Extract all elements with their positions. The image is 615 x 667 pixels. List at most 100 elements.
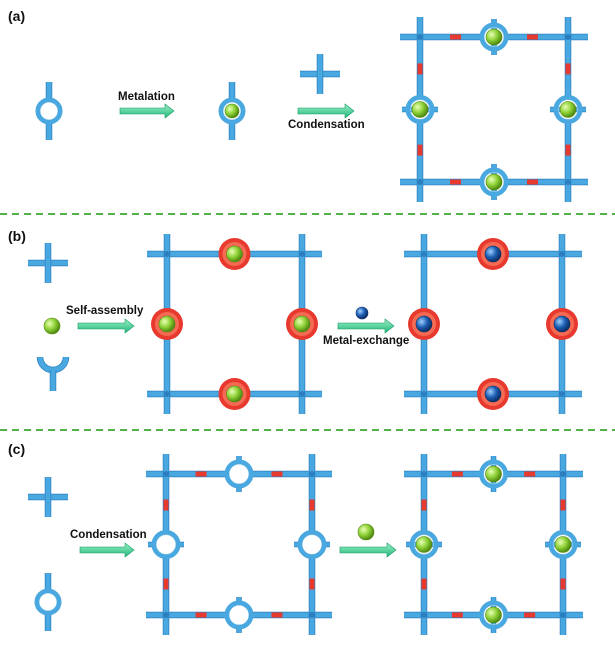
green-metal-ball: [411, 101, 429, 118]
joint-node: [560, 612, 566, 618]
linker-segment: [417, 144, 423, 156]
linker-segment: [309, 578, 315, 590]
ring-shine: [156, 534, 176, 555]
ring-shine: [302, 534, 322, 555]
ring-shine: [40, 102, 58, 120]
ring-shine: [229, 605, 249, 625]
joint-node: [565, 34, 571, 40]
green-metal-ball: [43, 317, 61, 335]
ring-shine: [558, 99, 578, 120]
half-ring-linker-body: [37, 356, 69, 373]
green-metal-ball: [293, 315, 311, 333]
green-metal-ball: [554, 536, 572, 553]
linker-segment: [451, 471, 463, 477]
joint-node: [309, 612, 315, 618]
joint-node: [164, 391, 170, 397]
green-metal-ball: [485, 173, 503, 191]
joint-node: [421, 471, 427, 477]
green-metal-ball: [357, 523, 375, 541]
reaction-arrow: [119, 103, 175, 119]
ring-shine: [410, 99, 430, 120]
panel-b-label: (b): [8, 228, 26, 244]
joint-node: [309, 471, 315, 477]
arrow-shape: [339, 542, 397, 558]
linker-segment: [524, 612, 536, 618]
linker-segment: [524, 471, 536, 477]
linker-segment: [565, 63, 571, 75]
ring-shine: [229, 464, 249, 484]
green-metal-ball: [224, 103, 240, 119]
linker-segment: [526, 179, 538, 185]
ring-shine: [484, 27, 504, 47]
joint-node: [299, 251, 305, 257]
ring-shine: [483, 464, 504, 484]
green-metal-ball: [226, 385, 243, 403]
linker-segment: [450, 34, 462, 40]
linker-segment: [195, 471, 207, 477]
joint-node: [421, 251, 427, 257]
linker-segment: [560, 499, 566, 511]
ring-shine: [553, 534, 573, 555]
joint-node: [559, 251, 565, 257]
joint-node: [299, 391, 305, 397]
reaction-arrow: [79, 542, 135, 558]
green-metal-ball: [415, 536, 433, 553]
ring-shine: [39, 593, 57, 611]
joint-node: [565, 179, 571, 185]
ring: [553, 95, 583, 124]
ring: [224, 459, 254, 489]
joint-node: [559, 391, 565, 397]
linker-segment: [271, 612, 283, 618]
arrow-shape: [297, 103, 355, 119]
linker-segment: [421, 578, 427, 590]
ring-shine: [483, 605, 504, 625]
green-metal-ball: [485, 28, 503, 46]
reaction-arrow: [339, 542, 397, 558]
blue-metal-ball: [484, 385, 502, 403]
ring: [409, 530, 439, 559]
ring: [34, 588, 62, 616]
ring: [297, 530, 327, 559]
ring: [479, 459, 508, 489]
ring: [548, 530, 578, 559]
green-metal-ball: [559, 101, 577, 118]
ring-shine: [223, 102, 241, 120]
arrow-shape: [77, 318, 135, 334]
ring-shine: [414, 534, 434, 555]
reaction-arrow: [337, 318, 395, 334]
condensation-c-label: Condensation: [70, 529, 147, 541]
linker-segment: [560, 578, 566, 590]
linker-segment: [163, 499, 169, 511]
linker-segment: [163, 578, 169, 590]
reaction-arrow: [297, 103, 355, 119]
ring: [151, 530, 181, 559]
ring: [224, 600, 254, 630]
linker-segment: [450, 179, 462, 185]
metal-exchange-label: Metal-exchange: [323, 335, 410, 347]
blue-metal-ball: [484, 245, 502, 263]
joint-node: [421, 391, 427, 397]
ring: [405, 95, 435, 124]
joint-node: [560, 471, 566, 477]
linker-segment: [565, 144, 571, 156]
joint-node: [164, 251, 170, 257]
panel-c-label: (c): [8, 441, 26, 457]
green-metal-ball: [485, 465, 502, 483]
condensation-a-label: Condensation: [288, 119, 365, 131]
green-metal-ball: [485, 606, 502, 624]
linker-segment: [195, 612, 207, 618]
linker-segment: [421, 499, 427, 511]
green-metal-ball: [158, 315, 176, 333]
ring: [479, 600, 508, 630]
joint-node: [163, 471, 169, 477]
ring: [479, 167, 509, 197]
green-metal-ball: [226, 245, 243, 263]
ring: [35, 97, 63, 125]
linker-segment: [451, 612, 463, 618]
ring-shine: [484, 172, 504, 192]
arrow-shape: [119, 103, 175, 119]
arrow-shape: [337, 318, 395, 334]
metalation-label: Metalation: [118, 91, 175, 103]
joint-node: [163, 612, 169, 618]
